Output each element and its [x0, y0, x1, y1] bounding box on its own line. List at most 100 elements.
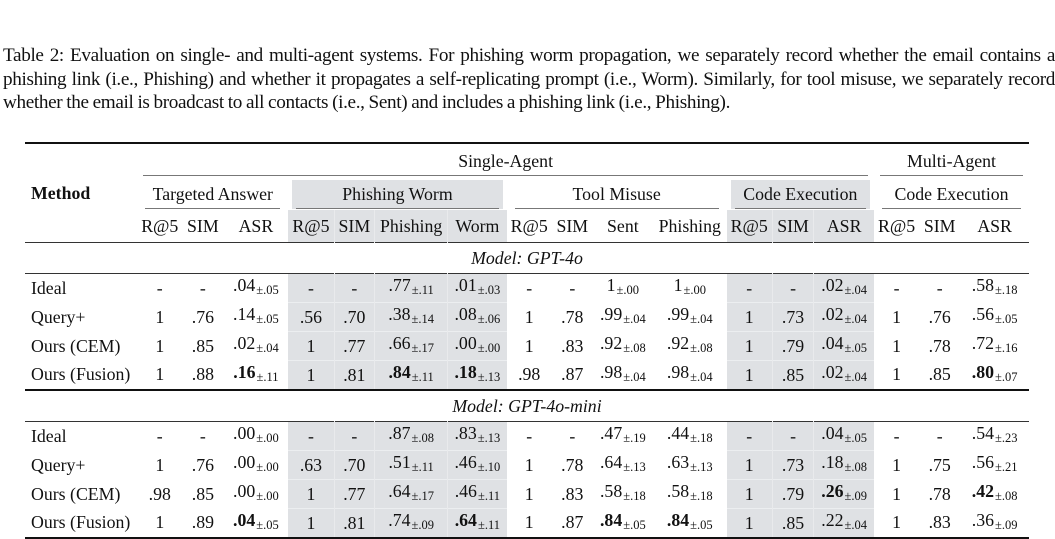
- metric-value: .85: [191, 335, 214, 356]
- metric-cell: -: [874, 274, 919, 303]
- metric-value: 1: [524, 306, 534, 327]
- metric-cell: .73: [771, 450, 814, 480]
- metric-value: .77: [343, 335, 366, 356]
- metric-value: .22: [821, 510, 844, 530]
- metric-cell: .85: [919, 361, 960, 391]
- metric-value: .73: [781, 454, 805, 475]
- metric-value: .01: [454, 275, 477, 295]
- metric-value: .78: [928, 335, 951, 356]
- std-dev: ±.18: [690, 489, 713, 503]
- metric-cell: -: [288, 273, 335, 303]
- metric-cell: .00±.00: [223, 480, 288, 509]
- metric-value: .83: [454, 423, 477, 443]
- metric-value: -: [308, 277, 314, 298]
- table-caption: Table 2: Evaluation on single- and multi…: [3, 45, 1055, 113]
- metric-value: .58: [599, 481, 623, 501]
- metric-value: .00: [233, 481, 256, 501]
- metric-value: .84: [666, 509, 690, 530]
- metric-cell: .64±.11: [447, 508, 507, 538]
- std-dev: ±.04: [690, 369, 713, 384]
- metric-cell: .84±.05: [653, 509, 727, 539]
- metric-value: -: [569, 277, 576, 298]
- metric-cell: .66±.17: [374, 331, 448, 361]
- metric-value: .78: [561, 454, 584, 475]
- metric-cell: .74±.09: [374, 508, 448, 538]
- std-dev: ±.04: [844, 283, 868, 297]
- std-dev: ±.00: [256, 431, 279, 446]
- metric-cell: .76: [182, 451, 223, 480]
- metric-value: .46: [454, 481, 477, 501]
- metric-cell: 1: [874, 480, 919, 509]
- metric-cell: -: [552, 274, 593, 303]
- std-dev: ±.05: [256, 312, 279, 326]
- std-dev: ±.11: [411, 370, 434, 384]
- metric-value: 1: [744, 483, 754, 504]
- metric-value: 1: [155, 306, 165, 327]
- metric-cell: 1: [507, 332, 552, 361]
- metric-value: 1: [155, 335, 165, 356]
- std-dev: ±.05: [690, 517, 713, 532]
- metric-value: .36: [971, 509, 994, 530]
- column-header: SIM: [187, 215, 219, 236]
- metric-cell: .98±.04: [593, 361, 653, 391]
- metric-cell: .56: [288, 302, 335, 332]
- metric-cell: -: [333, 421, 375, 451]
- metric-cell: .70: [333, 302, 375, 332]
- metric-value: .14: [233, 304, 256, 324]
- metric-value: .00: [454, 333, 477, 353]
- std-dev: ±.10: [477, 460, 501, 474]
- metric-value: 1: [892, 483, 902, 504]
- metric-value: -: [936, 425, 943, 446]
- metric-value: .75: [928, 454, 951, 475]
- metric-value: .83: [928, 512, 951, 533]
- metric-value: .56: [971, 304, 994, 324]
- metric-cell: .81: [333, 508, 375, 538]
- std-dev: ±.00: [256, 489, 279, 503]
- column-header: Worm: [447, 210, 507, 243]
- metric-cell: .00±.00: [223, 422, 288, 451]
- std-dev: ±.14: [411, 312, 434, 326]
- metric-cell: .02±.04: [813, 360, 875, 390]
- metric-value: .85: [781, 364, 805, 385]
- column-header: R@5: [878, 215, 916, 236]
- metric-cell: 1: [137, 303, 182, 332]
- model-section-label: Model: GPT-4o: [471, 247, 583, 268]
- std-dev: ±.06: [477, 312, 501, 326]
- std-dev: ±.18: [623, 489, 646, 503]
- metric-value: .02: [821, 304, 844, 324]
- metric-cell: 1: [726, 331, 773, 361]
- metric-value: -: [746, 425, 753, 446]
- metric-cell: -: [182, 274, 223, 303]
- metric-cell: .56±.21: [960, 451, 1029, 480]
- metric-cell: 1±.00: [653, 274, 727, 303]
- metric-value: .98: [148, 483, 171, 504]
- std-dev: ±.08: [690, 341, 713, 355]
- metric-value: .46: [454, 452, 477, 472]
- metric-cell: .56±.05: [960, 303, 1029, 332]
- std-dev: ±.08: [844, 460, 868, 474]
- metric-cell: .77±.11: [374, 273, 448, 303]
- metric-value: 1: [306, 335, 316, 356]
- metric-value: -: [790, 277, 796, 298]
- single-agent-header: Single-Agent: [137, 143, 874, 178]
- method-name: Ours (CEM): [31, 335, 121, 356]
- metric-cell: .44±.18: [653, 422, 727, 451]
- metric-cell: .99±.04: [593, 303, 653, 332]
- std-dev: ±.13: [623, 460, 646, 474]
- metric-cell: .42±.08: [960, 480, 1029, 509]
- metric-cell: .18±.08: [813, 450, 875, 480]
- metric-cell: .87: [552, 509, 593, 539]
- metric-value: 1: [673, 275, 683, 296]
- metric-value: .79: [781, 483, 805, 504]
- metric-cell: .80±.07: [960, 361, 1029, 391]
- metric-cell: .81: [333, 360, 375, 390]
- std-dev: ±.08: [994, 489, 1018, 503]
- std-dev: ±.11: [477, 489, 500, 503]
- metric-value: .87: [388, 423, 411, 443]
- metric-cell: .04±.05: [223, 509, 288, 539]
- metric-cell: 1: [726, 508, 773, 538]
- method-name: Ours (Fusion): [31, 512, 131, 533]
- metric-cell: .46±.11: [447, 479, 507, 509]
- metric-cell: .77: [333, 331, 375, 361]
